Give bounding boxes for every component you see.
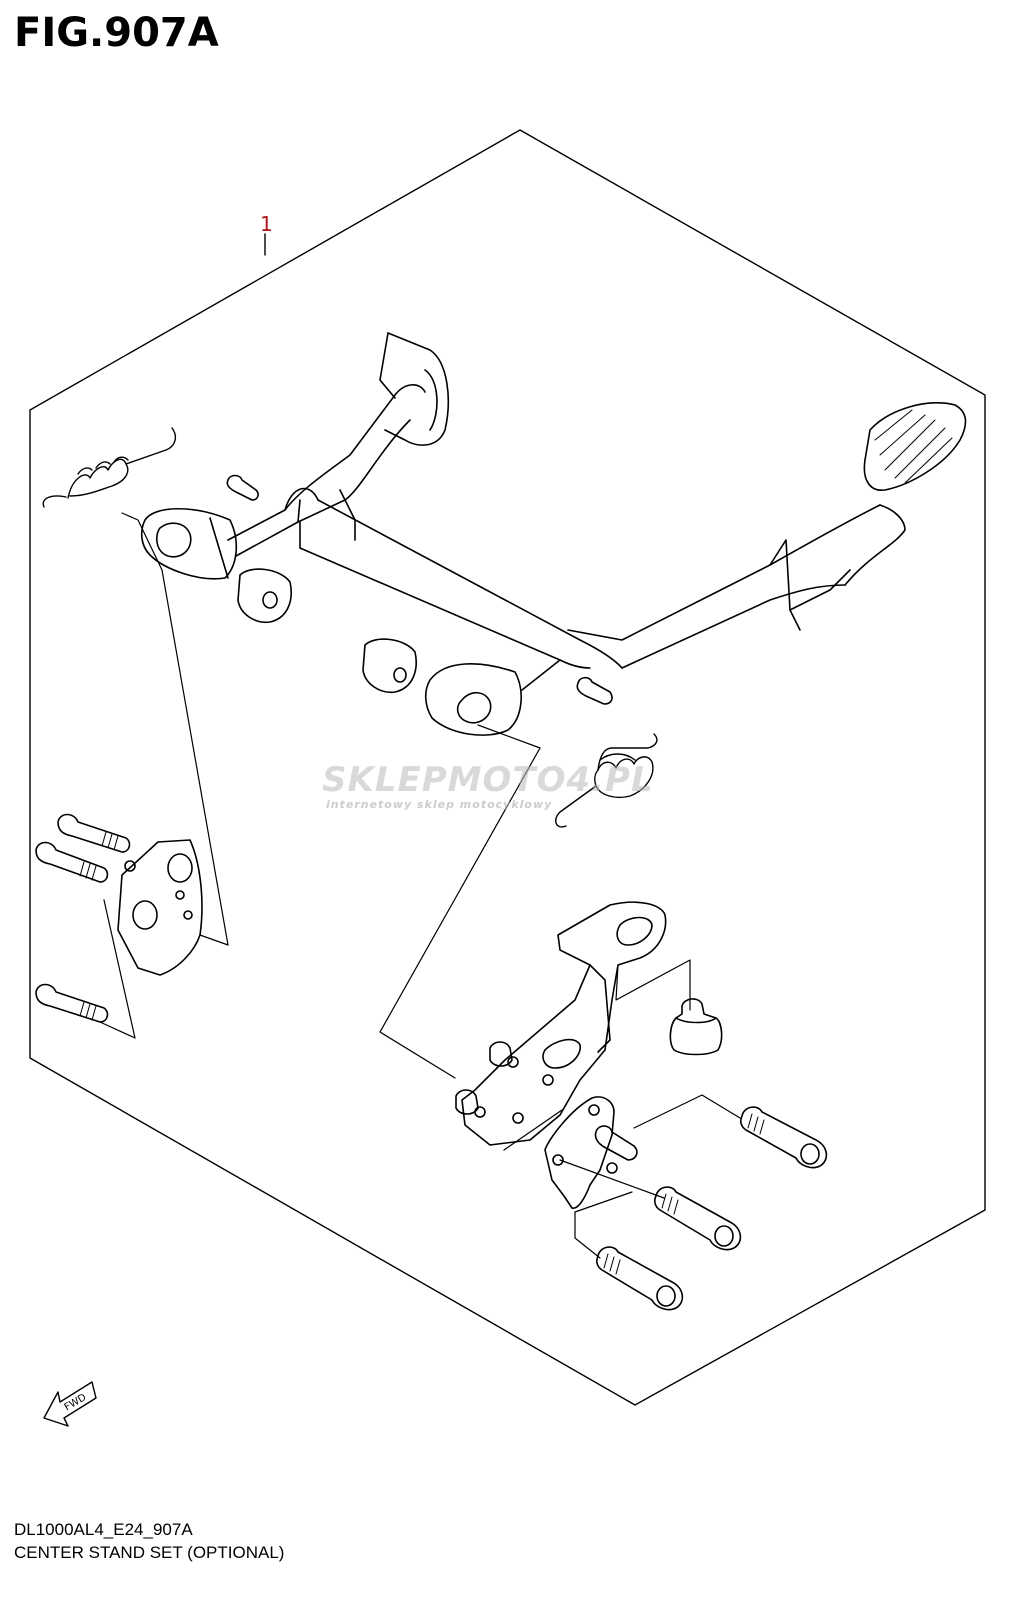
callout-number-1: 1 (260, 212, 273, 236)
assembly-guide-lines-right (380, 725, 740, 1258)
foot-pedal-pad (864, 403, 965, 490)
stopper-plate (545, 1097, 617, 1208)
bolt-left-upper (58, 815, 129, 853)
collar-bracket-lower (456, 1090, 478, 1114)
figure-title: FIG.907A (14, 10, 219, 56)
model-code: DL1000AL4_E24_907A (14, 1520, 193, 1539)
bolt-left-lower (36, 985, 107, 1023)
pivot-pin-upper (227, 476, 258, 501)
collar-bracket (490, 1042, 512, 1066)
bolt-right-upper (741, 1107, 827, 1168)
bolt-right-middle (655, 1187, 741, 1250)
center-stand-frame (142, 333, 966, 735)
right-mounting-bracket (462, 902, 666, 1145)
assembly-boundary-frame (30, 130, 985, 1405)
bushing-left (238, 569, 291, 622)
washer-left (125, 861, 135, 871)
assembly-guide-lines-left (100, 513, 228, 1038)
bushing-right (363, 639, 416, 692)
rubber-stopper (670, 999, 721, 1055)
bolt-right-lower (597, 1247, 683, 1310)
pivot-pin-right (577, 678, 612, 704)
fwd-label-svg: FWD (63, 1392, 89, 1413)
bolt-left-middle (36, 843, 107, 883)
fwd-arrow-label: FWD (63, 1392, 89, 1413)
return-spring-upper (43, 428, 175, 507)
assembly-name: CENTER STAND SET (OPTIONAL) (14, 1543, 285, 1562)
return-spring-lower (556, 734, 657, 827)
pivot-pin-bracket (595, 1126, 636, 1160)
fwd-arrow-icon (44, 1382, 96, 1426)
